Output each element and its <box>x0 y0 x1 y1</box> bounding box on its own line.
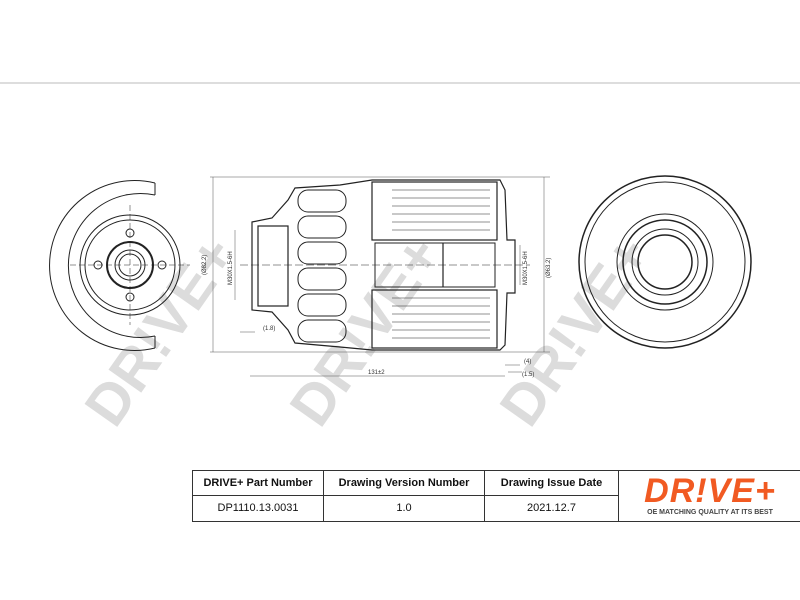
left-end-view <box>49 180 190 351</box>
dim-outer-diameter: (Ø82.2) <box>202 255 208 275</box>
watermark: DR!VE+ <box>487 225 663 438</box>
watermark: DR!VE+ <box>277 225 453 438</box>
dim-right-diameter: (Ø63.2) <box>546 258 552 278</box>
issue-date: 2021.12.7 <box>527 502 576 514</box>
dim-offset-right-a: (4) <box>524 359 531 365</box>
dim-thread-left: M30X1.5-6H <box>228 251 234 285</box>
watermarks: DR!VE+ DR!VE+ DR!VE+ <box>72 225 663 438</box>
right-end-view <box>578 175 752 349</box>
dim-offset-left: (1.8) <box>263 326 275 332</box>
version-number: 1.0 <box>396 502 412 514</box>
logo-text: DR!VE+ <box>644 472 776 510</box>
dimension-lines <box>210 176 550 377</box>
drive-plus-logo: DR!VE+ OE MATCHING QUALITY AT ITS BEST <box>621 473 799 519</box>
title-block: DRIVE+ Part Number Drawing Version Numbe… <box>192 470 800 522</box>
dim-thread-right: M30X1.5-6H <box>523 251 529 285</box>
watermark: DR!VE+ <box>72 225 248 438</box>
side-view <box>240 179 530 351</box>
dimension-labels: (Ø82.2) M30X1.5-6H (1.8) 131±2 M30X1.5-6… <box>202 251 552 378</box>
header-part-number: DRIVE+ Part Number <box>203 477 313 489</box>
dim-length: 131±2 <box>368 370 385 376</box>
part-number: DP1110.13.0031 <box>217 502 299 514</box>
dim-offset-right-b: (1.5) <box>522 372 534 378</box>
header-issue-date: Drawing Issue Date <box>500 477 603 489</box>
header-version: Drawing Version Number <box>338 477 470 489</box>
logo-tagline: OE MATCHING QUALITY AT ITS BEST <box>647 509 773 516</box>
